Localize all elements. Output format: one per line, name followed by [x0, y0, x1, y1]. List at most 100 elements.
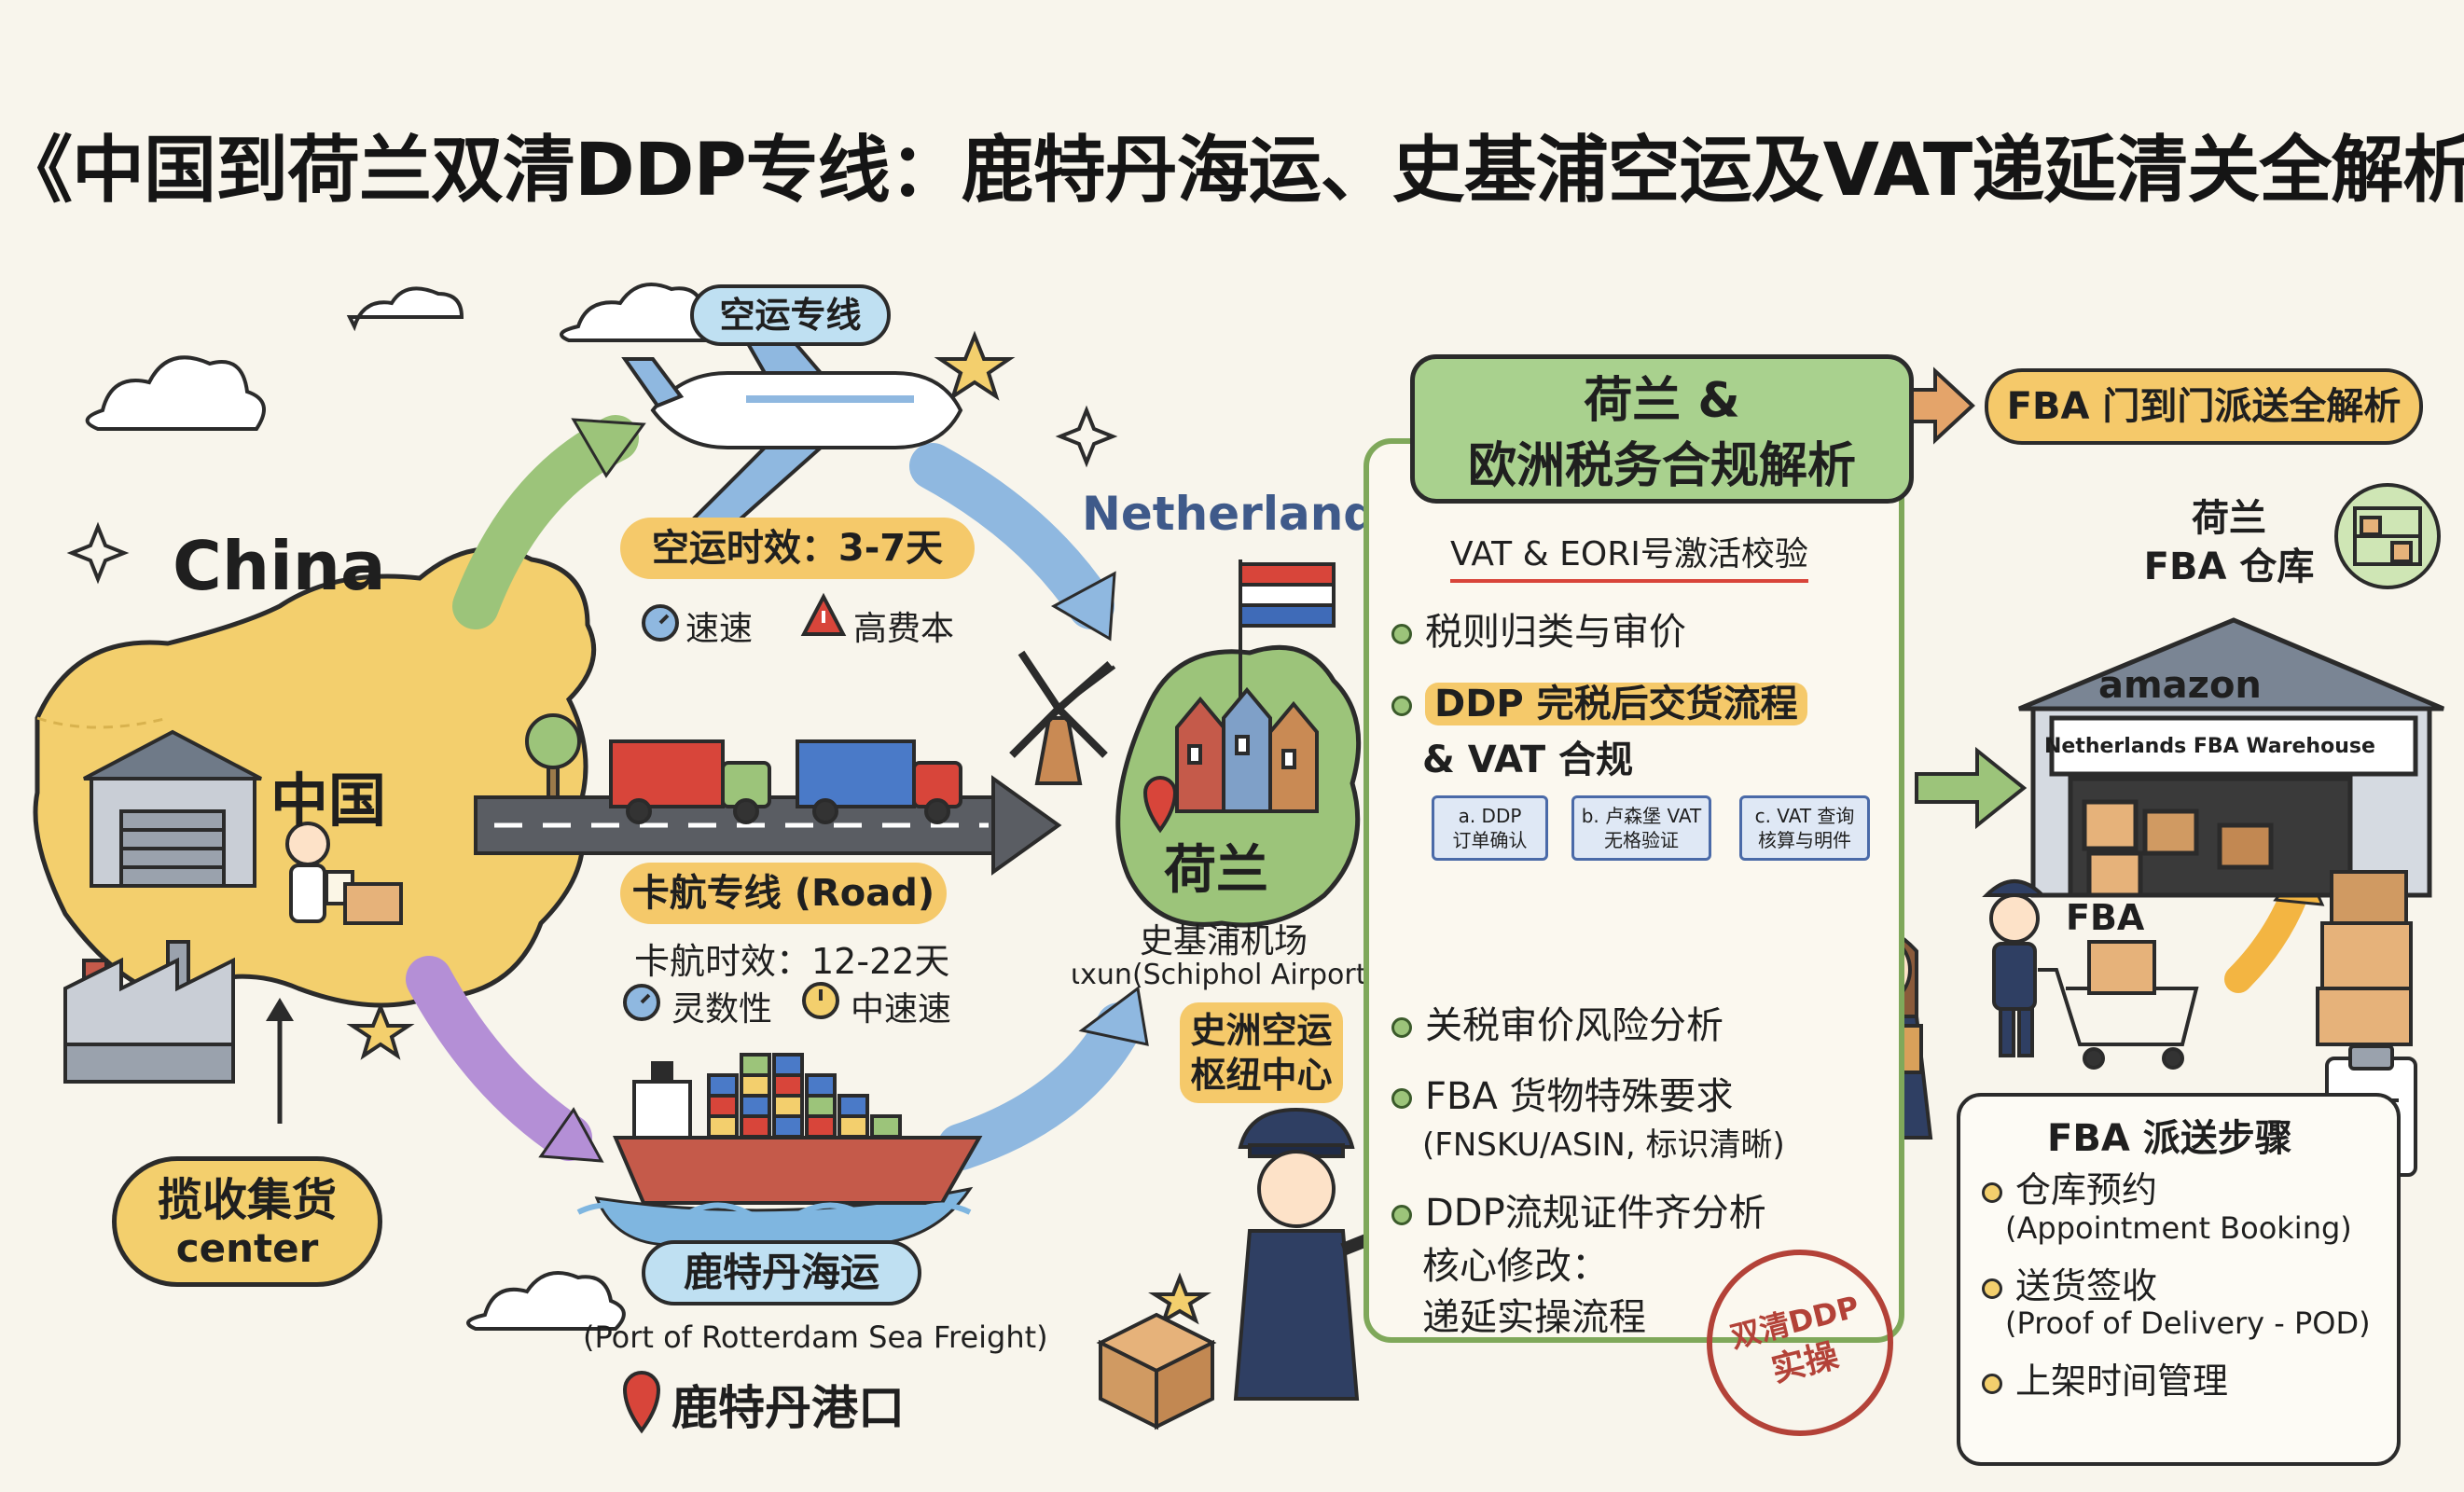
- arrow-china-to-air: [452, 415, 646, 629]
- compliance-item-4-text: FBA 货物特殊要求: [1425, 1075, 1734, 1118]
- compliance-head-line2: 欧洲税务合规解析: [1467, 438, 1856, 494]
- schiphol-prefix: ιxun: [1071, 959, 1132, 991]
- compliance-item-1: 税则归类与审价: [1391, 601, 1686, 656]
- cloud-icon: [560, 283, 719, 342]
- warehouse-icon: [83, 729, 262, 888]
- box-icon: [2316, 870, 2413, 1046]
- road-route-badge: 卡航专线 (Road): [620, 863, 947, 924]
- rotterdam-port-label: 鹿特丹港口: [671, 1381, 905, 1435]
- shelf-icon: [2334, 483, 2441, 589]
- fba-warehouse-line2: FBA 仓库: [2143, 546, 2315, 588]
- air-hub-badge: 史洲空运 枢纽中心: [1180, 1002, 1343, 1103]
- fba-step-1-en: (Appointment Booking): [2005, 1210, 2352, 1246]
- netherlands-label-en: Netherlands: [1082, 487, 1405, 541]
- road-tag-speed: 中速速: [851, 990, 952, 1029]
- bullet-icon: [1391, 1017, 1412, 1038]
- fba-step-1: 仓库预约: [1982, 1161, 2157, 1212]
- compliance-item-3-text: 关税审价风险分析: [1425, 1004, 1723, 1047]
- cloud-icon: [85, 355, 266, 431]
- air-route-badge: 空运专线: [690, 284, 891, 346]
- step-box-b: b. 卢森堡 VAT 无格验证: [1571, 795, 1711, 861]
- clock-icon: [802, 982, 839, 1019]
- fba-worker-label: FBA: [2066, 897, 2145, 938]
- stopwatch-icon: [642, 604, 679, 642]
- collection-center-line2: center: [175, 1225, 319, 1271]
- arrow-china-to-sea: [406, 956, 604, 1163]
- arrow-panel-to-warehouse: [1915, 746, 2028, 830]
- bullet-icon: [1391, 624, 1412, 644]
- air-tag-fast: 速速: [685, 610, 754, 648]
- fba-step-3-text: 上架时间管理: [2015, 1361, 2229, 1402]
- compliance-item-4: FBA 货物特殊要求: [1391, 1066, 1734, 1120]
- compliance-item-5b: 核心修改：: [1422, 1245, 1609, 1288]
- fba-steps-card: [1957, 1093, 2401, 1466]
- compliance-item-2-text: DDP 完税后交货流程: [1425, 683, 1807, 725]
- customs-officer-figure: [1233, 1107, 1392, 1401]
- china-label-cn: 中国: [270, 767, 387, 835]
- road-tag-flex: 灵数性: [671, 990, 773, 1029]
- cart-icon: [2038, 940, 2199, 1070]
- fba-delivery-banner: FBA 门到门派送全解析: [1985, 368, 2423, 445]
- arrow-collection-up: [266, 998, 294, 1124]
- worker-figure: [285, 822, 403, 925]
- cloud-icon: [466, 1271, 626, 1331]
- fba-step-2-text: 送货签收: [2015, 1265, 2158, 1306]
- compliance-item-5: DDP流规证件齐分析: [1391, 1182, 1766, 1236]
- netherlands-label-cn: 荷兰: [1164, 840, 1268, 901]
- compliance-item-4b: (FNSKU/ASIN, 标识清晰): [1422, 1126, 1785, 1164]
- star-icon: [934, 330, 1016, 401]
- china-label-en: China: [173, 527, 386, 605]
- airplane-icon: [621, 306, 963, 524]
- step-a-line2: 订单确认: [1452, 829, 1528, 851]
- fba-warehouse-sign: Netherlands FBA Warehouse: [2044, 735, 2375, 758]
- star-icon: [346, 1002, 415, 1060]
- schiphol-airport-cn: 史基浦机场: [1140, 922, 1308, 960]
- warehouse-icon: [2018, 617, 2444, 898]
- step-c-line1: c. VAT 查询: [1754, 805, 1855, 827]
- step-box-c: c. VAT 查询 核算与明件: [1739, 795, 1870, 861]
- collection-center-badge: 揽收集货 center: [112, 1156, 382, 1287]
- air-hub-line1: 史洲空运: [1190, 1010, 1333, 1051]
- arrow-air-to-nl: [909, 443, 1116, 642]
- fba-step-3: 上架时间管理: [1982, 1352, 2228, 1403]
- location-pin-icon: [622, 1371, 661, 1434]
- schiphol-airport-en: ιxun(Schiphol Airport): [1071, 959, 1377, 991]
- fba-worker-figure: [1982, 879, 2047, 1057]
- compliance-item-5c: 递延实操流程: [1422, 1296, 1646, 1339]
- canal-houses: [1175, 686, 1319, 813]
- step-box-a: a. DDP 订单确认: [1432, 795, 1548, 861]
- compliance-item-1-text: 税则归类与审价: [1425, 611, 1686, 654]
- warning-icon: [800, 592, 847, 636]
- compliance-item-2b: & VAT 合规: [1422, 739, 1634, 781]
- location-pin-icon: [1142, 776, 1178, 834]
- amazon-logo: amazon: [2098, 664, 2262, 707]
- star-icon: [1148, 1272, 1211, 1325]
- collection-center-line1: 揽收集货: [157, 1174, 337, 1226]
- bullet-icon: [1982, 1373, 2002, 1394]
- road-transit-time: 卡航时效：12-22天: [634, 941, 950, 982]
- stopwatch-icon: [623, 984, 660, 1021]
- step-c-line2: 核算与明件: [1758, 829, 1851, 851]
- compliance-item-5-text: DDP流规证件齐分析: [1425, 1192, 1766, 1235]
- fba-step-2: 送货签收: [1982, 1257, 2157, 1308]
- compliance-head-line1: 荷兰 &: [1584, 373, 1740, 429]
- sea-route-badge: 鹿特丹海运: [642, 1240, 921, 1306]
- bullet-icon: [1982, 1278, 2002, 1299]
- schiphol-name: (Schiphol Airport): [1131, 959, 1378, 991]
- tree-icon: [525, 713, 581, 799]
- bullet-icon: [1391, 1088, 1412, 1109]
- page-title: 《中国到荷兰双清DDP专线：鹿特丹海运、史基浦空运及VAT递延清关全解析》: [0, 129, 2464, 213]
- truck-icon: [609, 739, 771, 824]
- box-icon: [1096, 1312, 1217, 1430]
- fba-step-2-en: (Proof of Delivery - POD): [2005, 1306, 2371, 1341]
- fba-warehouse-line1: 荷兰: [2192, 497, 2266, 540]
- compliance-item-3: 关税审价风险分析: [1391, 995, 1723, 1049]
- air-tag-cost: 高费本: [853, 610, 955, 648]
- fba-step-1-text: 仓库预约: [2015, 1169, 2158, 1210]
- step-b-line2: 无格验证: [1604, 829, 1679, 851]
- step-b-line1: b. 卢森堡 VAT: [1581, 805, 1702, 827]
- compliance-panel: [1364, 438, 1904, 1343]
- vat-eori-warning: VAT & EORI号激活校验: [1450, 527, 1808, 583]
- bullet-icon: [1391, 1205, 1412, 1225]
